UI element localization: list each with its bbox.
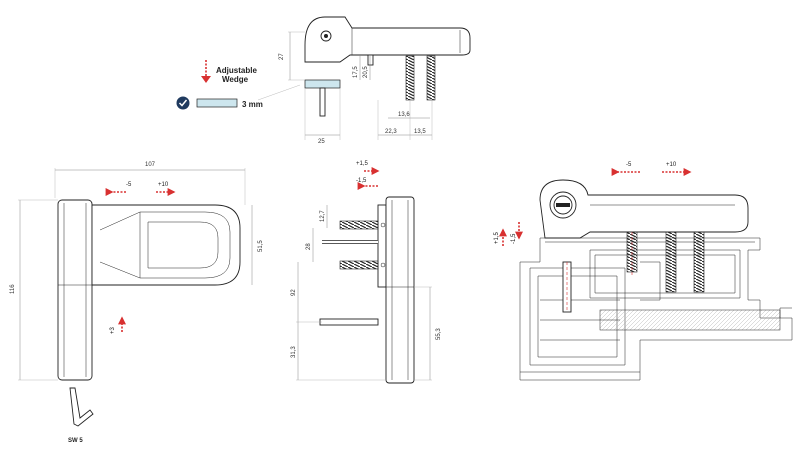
section-adjust-v-minus: -1,5 [511, 233, 517, 244]
top-view-spring-2 [426, 55, 436, 101]
tool-label: SW 5 [68, 438, 83, 444]
section-spring-3 [693, 231, 705, 293]
section-spring-2 [665, 231, 677, 293]
front-leaf [91, 204, 241, 286]
side-dim-d1: 12,7 [320, 210, 326, 222]
wedge-shape [196, 98, 238, 108]
side-spring-1 [339, 220, 379, 230]
front-adjust-minus: -5 [126, 182, 132, 188]
check-circle-icon [176, 96, 190, 110]
side-adjust-minus: -1,5 [356, 178, 367, 184]
top-view-base-plate [304, 79, 341, 89]
front-dim-width: 107 [145, 162, 156, 168]
front-barrel [57, 199, 93, 381]
section-adjust-plus: +10 [666, 162, 677, 168]
section-adjust-minus: -5 [626, 162, 632, 168]
allen-key-icon [69, 387, 94, 427]
front-adjust-vertical: +3 [110, 326, 116, 334]
front-dim-height: 116 [10, 284, 16, 294]
front-dim-inner: 51,5 [258, 240, 264, 252]
section-adjust-v-plus: +1,5 [494, 231, 500, 244]
window-frame-profile [519, 237, 793, 381]
top-view-spring-1 [405, 55, 415, 101]
side-dim-d3: 92 [291, 289, 297, 296]
top-view-hinge-body [304, 16, 471, 63]
side-lower-pin [319, 318, 379, 326]
wedge-label-line2: Wedge [222, 75, 249, 84]
top-dim-height: 27 [279, 53, 285, 60]
front-adjust-plus: +10 [158, 182, 169, 188]
side-barrel [385, 196, 415, 384]
side-dim-d4: 31,3 [291, 346, 297, 358]
top-dim-d1: 17,5 [353, 66, 359, 78]
section-view: -5 +10 +1,5 -1,5 [494, 162, 793, 381]
top-dim-width: 25 [318, 139, 325, 145]
top-dim-d4: 22,3 [385, 129, 397, 135]
top-dim-d2: 20,5 [363, 66, 369, 78]
top-dim-d3: 13,6 [398, 112, 410, 118]
top-view: 27 17,5 20,5 13,6 25 22,3 13,5 Adjustabl… [176, 16, 471, 145]
side-dim-d2: 28 [306, 243, 312, 250]
side-plate [377, 204, 387, 288]
wedge-thickness: 3 mm [242, 100, 263, 109]
top-view-pin [319, 87, 326, 117]
front-view: 107 116 51,5 -5 +10 +3 SW 5 [10, 162, 264, 444]
wedge-arrow-icon [201, 76, 211, 83]
wedge-label-line1: Adjustable [216, 66, 257, 75]
side-dim-d5: 55,3 [436, 328, 442, 340]
side-view: +1,5 -1,5 12,7 28 92 31,3 55,3 [291, 161, 442, 384]
section-hinge-head [539, 179, 749, 239]
side-adjust-plus: +1,5 [356, 161, 369, 167]
top-dim-d5: 13,5 [414, 129, 426, 135]
side-spring-2 [339, 260, 379, 270]
